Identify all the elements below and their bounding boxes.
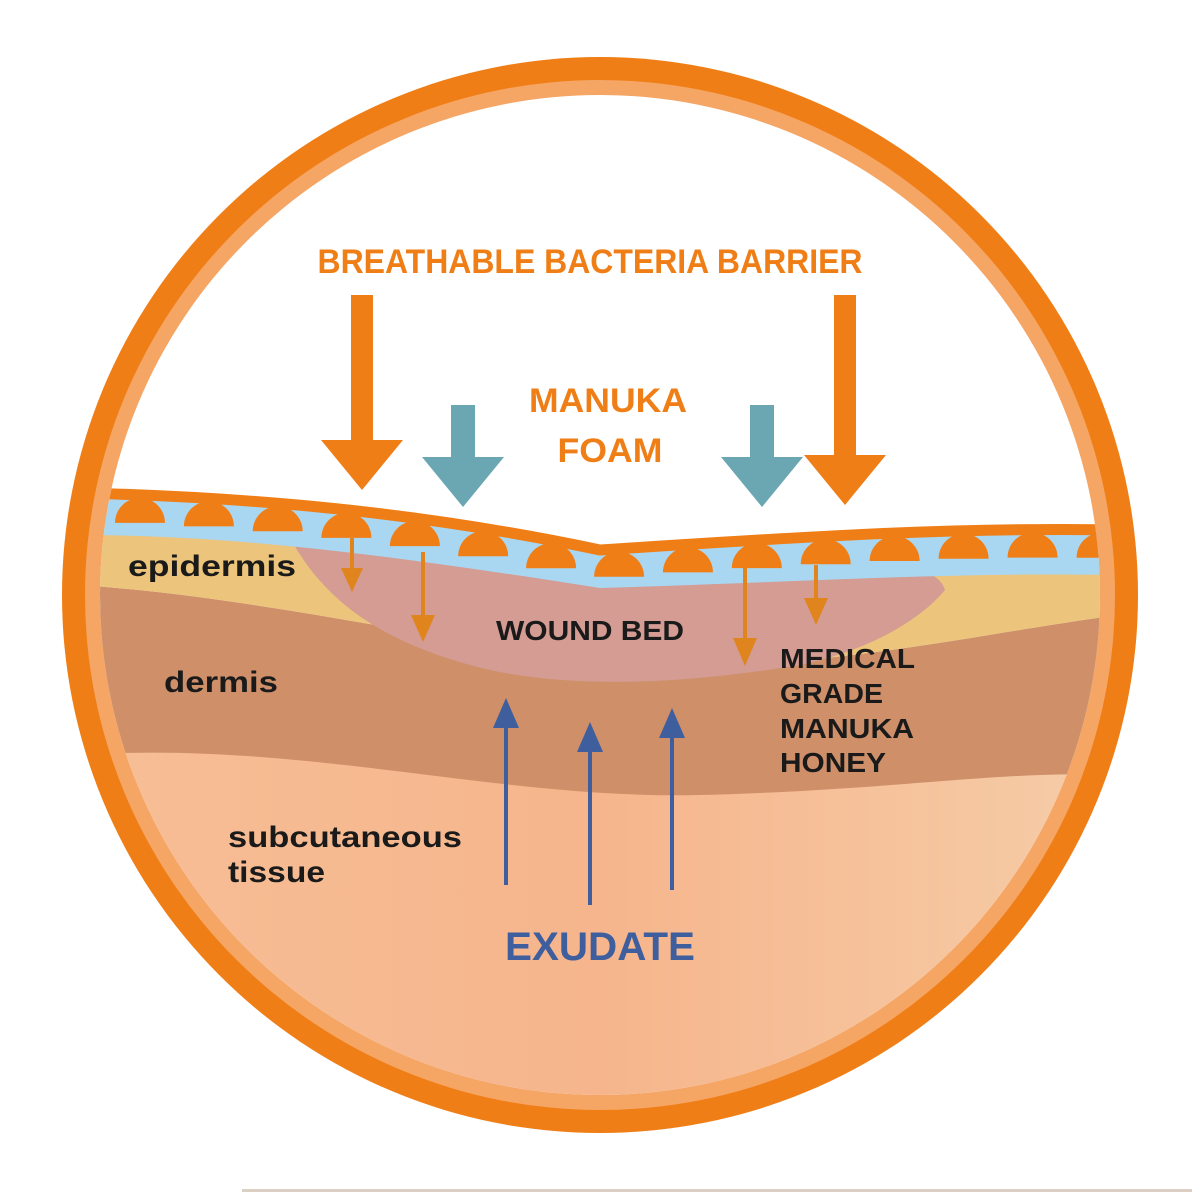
epidermis-label: epidermis <box>128 550 296 583</box>
foam-bead <box>1007 532 1058 558</box>
wound-bed-label: WOUND BED <box>496 615 684 646</box>
dermis-layer <box>100 585 1100 796</box>
subcutaneous-label-line1: subcutaneous <box>228 821 462 854</box>
arrow-down-icon <box>321 295 403 490</box>
subcutaneous-label-line2: tissue <box>228 856 325 889</box>
barrier-label: BREATHABLE BACTERIA BARRIER <box>318 243 863 281</box>
honey-label: MEDICAL GRADE MANUKA HONEY <box>780 643 915 778</box>
foam-arrows <box>422 405 803 507</box>
arrow-down-icon <box>721 405 803 507</box>
foam-label-line1: MANUKA <box>529 382 687 420</box>
foam-bead <box>321 512 372 538</box>
honey-label-line3: MANUKA <box>780 713 914 744</box>
arrow-up-icon <box>659 708 685 738</box>
arrow-up-icon <box>493 698 519 728</box>
foam-bead <box>1076 532 1100 558</box>
foam-bead <box>252 506 303 532</box>
honey-label-line1: MEDICAL <box>780 643 915 674</box>
foam-bead <box>662 547 713 573</box>
honey-arrows <box>341 538 828 666</box>
foam-bead <box>114 497 165 523</box>
exudate-label: EXUDATE <box>505 925 695 969</box>
foam-bead <box>389 521 440 547</box>
arrow-down-icon <box>341 568 363 592</box>
honey-label-line4: HONEY <box>780 747 886 778</box>
arrow-down-icon <box>804 295 886 505</box>
honey-label-line2: GRADE <box>780 678 883 709</box>
foam-bead <box>731 543 782 569</box>
foam-bead <box>458 531 509 557</box>
foam-bead <box>800 539 851 565</box>
arrow-down-icon <box>804 598 828 625</box>
dermis-label: dermis <box>164 666 278 699</box>
exudate-arrows <box>493 698 685 905</box>
barrier-arrows <box>321 295 886 505</box>
arrow-down-icon <box>411 615 435 642</box>
foam-bead <box>869 536 920 562</box>
bacteria-barrier-film <box>100 487 1100 556</box>
arrow-down-icon <box>422 405 504 507</box>
arrow-up-icon <box>577 722 603 752</box>
foam-bead <box>526 543 577 569</box>
foam-bead <box>183 501 234 527</box>
arrow-down-icon <box>733 638 757 666</box>
foam-bead <box>594 551 645 577</box>
divider <box>242 1189 1192 1192</box>
foam-bead <box>938 533 989 559</box>
foam-beads <box>114 497 1100 577</box>
foam-label-line2: FOAM <box>558 432 663 470</box>
